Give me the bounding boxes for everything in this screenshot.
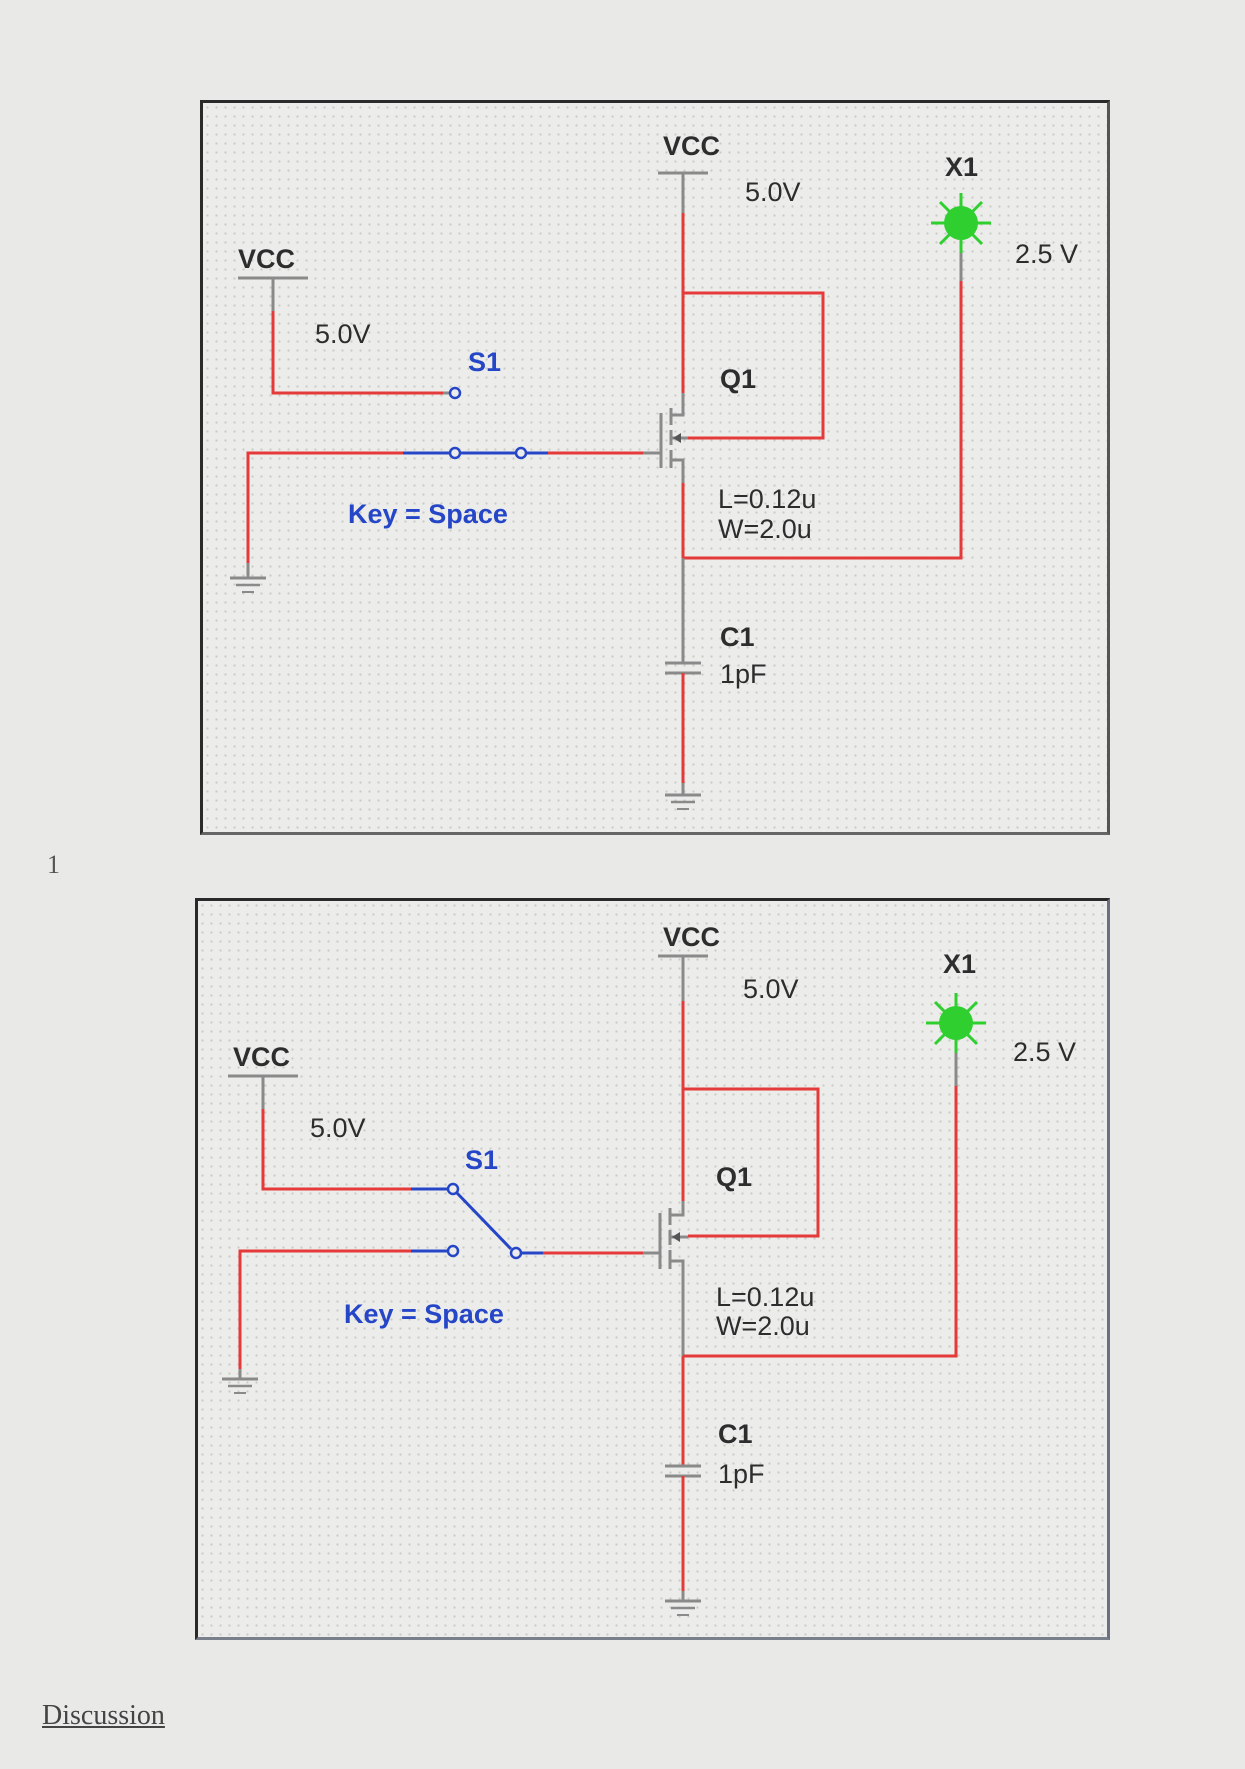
- transistor-width: W=2.0u: [716, 1311, 810, 1341]
- vcc-left-source: VCC 5.0V: [228, 1042, 366, 1143]
- wire-node-to-probe: [683, 1086, 958, 1358]
- wire-vcc-to-switch: [261, 1109, 411, 1191]
- mosfet-q1: Q1 L=0.12u W=2.0u: [643, 1162, 814, 1341]
- switch-key-label: Key = Space: [344, 1299, 504, 1329]
- discussion-heading: Discussion: [42, 1700, 165, 1731]
- ground-bottom-symbol: [665, 783, 701, 810]
- schematic-bottom: VCC 5.0V S1 Key = Space: [222, 922, 1076, 1616]
- page-number: 1: [47, 850, 60, 879]
- vcc-left-value: 5.0V: [310, 1113, 366, 1143]
- vcc-left-label: VCC: [238, 244, 295, 274]
- capacitor-label: C1: [720, 622, 755, 652]
- ground-left-symbol: [230, 563, 266, 593]
- vcc-top-value: 5.0V: [745, 177, 801, 207]
- schematic-top: VCC 5.0V S1 Key = Space: [230, 131, 1078, 810]
- schematic-panel-bottom: VCC 5.0V S1 Key = Space: [195, 898, 1110, 1640]
- wire-node-to-probe: [683, 281, 963, 560]
- ground-left-symbol: [222, 1369, 258, 1394]
- probe-label: X1: [945, 152, 978, 182]
- wire-body-loop: [683, 1087, 820, 1238]
- vcc-left-label: VCC: [233, 1042, 290, 1072]
- switch-label: S1: [465, 1145, 498, 1175]
- capacitor-c1: C1 1pF: [665, 1419, 765, 1489]
- transistor-label: Q1: [716, 1162, 752, 1192]
- vcc-top-label: VCC: [663, 131, 720, 161]
- vcc-left-source: VCC 5.0V: [238, 244, 371, 349]
- transistor-label: Q1: [720, 364, 756, 394]
- vcc-left-value: 5.0V: [315, 319, 371, 349]
- transistor-length: L=0.12u: [716, 1282, 814, 1312]
- switch-upper-terminal: [448, 386, 462, 400]
- probe-label: X1: [943, 949, 976, 979]
- switch-key-label: Key = Space: [348, 499, 508, 529]
- schematic-panel-top: VCC 5.0V S1 Key = Space: [200, 100, 1110, 835]
- wire-vcc-to-switch: [271, 311, 443, 395]
- transistor-width: W=2.0u: [718, 514, 812, 544]
- transistor-length: L=0.12u: [718, 484, 816, 514]
- vcc-top-source: VCC 5.0V: [658, 131, 801, 213]
- capacitor-label: C1: [718, 1419, 753, 1449]
- capacitor-value: 1pF: [718, 1459, 765, 1489]
- probe-x1: X1 2.5 V: [931, 152, 1078, 269]
- ground-bottom-symbol: [665, 1591, 701, 1616]
- mosfet-q1: Q1 L=0.12u W=2.0u: [653, 364, 816, 544]
- capacitor-value: 1pF: [720, 659, 767, 689]
- probe-reading: 2.5 V: [1015, 239, 1078, 269]
- vcc-top-source: VCC 5.0V: [658, 922, 799, 1004]
- vcc-top-value: 5.0V: [743, 974, 799, 1004]
- wire-ground-to-switch: [238, 1249, 411, 1369]
- vcc-top-label: VCC: [663, 922, 720, 952]
- probe-x1: X1 2.5 V: [926, 949, 1076, 1067]
- probe-reading: 2.5 V: [1013, 1037, 1076, 1067]
- wire-ground-to-switch: [246, 451, 463, 563]
- wire-body-loop: [683, 291, 825, 440]
- switch-s1: S1 Key = Space: [348, 347, 548, 529]
- switch-label: S1: [468, 347, 501, 377]
- capacitor-c1: C1 1pF: [665, 622, 767, 689]
- switch-s1: S1 Key = Space: [344, 1145, 543, 1329]
